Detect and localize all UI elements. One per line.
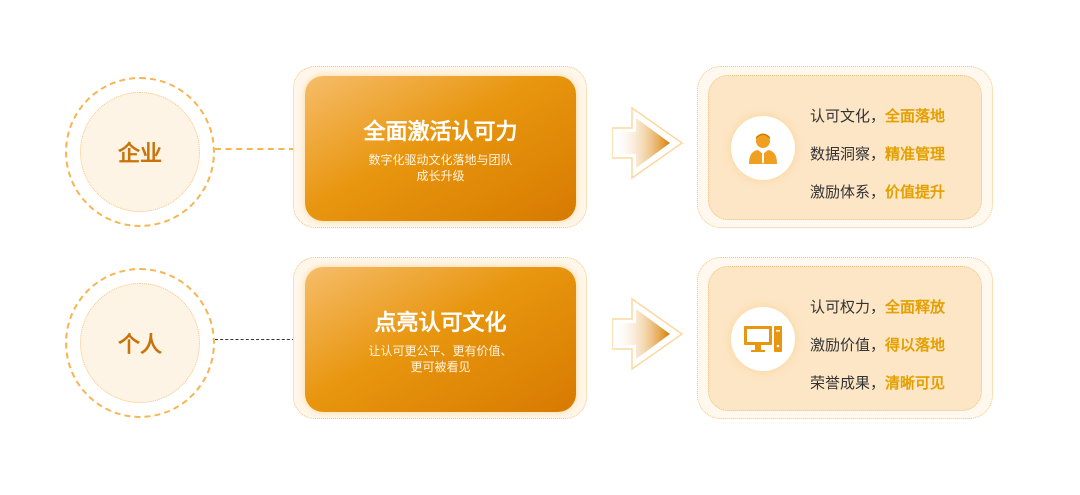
person-icon bbox=[731, 116, 795, 180]
individual-benefits-panel: 认可权力，全面释放 激励价值，得以落地 荣誉成果，清晰可见 bbox=[697, 257, 993, 419]
computer-icon bbox=[731, 307, 795, 371]
enterprise-circle: 企业 bbox=[65, 77, 215, 227]
enterprise-card: 全面激活认可力 数字化驱动文化落地与团队成长升级 bbox=[293, 66, 587, 228]
connector-line bbox=[215, 339, 295, 340]
benefit-line: 认可权力，全面释放 bbox=[810, 298, 946, 316]
connector-line bbox=[215, 148, 295, 150]
card-title: 点亮认可文化 bbox=[374, 309, 507, 336]
enterprise-benefits-panel: 认可文化，全面落地 数据洞察，精准管理 激励体系，价值提升 bbox=[697, 66, 993, 228]
benefit-line: 数据洞察，精准管理 bbox=[810, 145, 946, 163]
card-title: 全面激活认可力 bbox=[363, 118, 518, 145]
arrow-right-icon bbox=[612, 297, 684, 371]
benefit-line: 激励体系，价值提升 bbox=[810, 183, 946, 201]
enterprise-label: 企业 bbox=[80, 92, 200, 212]
card-subtitle: 数字化驱动文化落地与团队成长升级 bbox=[368, 152, 513, 183]
individual-card: 点亮认可文化 让认可更公平、更有价值、更可被看见 bbox=[293, 257, 587, 419]
benefit-line: 激励价值，得以落地 bbox=[810, 336, 946, 354]
individual-circle: 个人 bbox=[65, 268, 215, 418]
arrow-right-icon bbox=[612, 106, 684, 180]
benefit-line: 荣誉成果，清晰可见 bbox=[810, 374, 946, 392]
card-subtitle: 让认可更公平、更有价值、更可被看见 bbox=[368, 343, 513, 374]
individual-label: 个人 bbox=[80, 283, 200, 403]
benefit-line: 认可文化，全面落地 bbox=[810, 107, 946, 125]
